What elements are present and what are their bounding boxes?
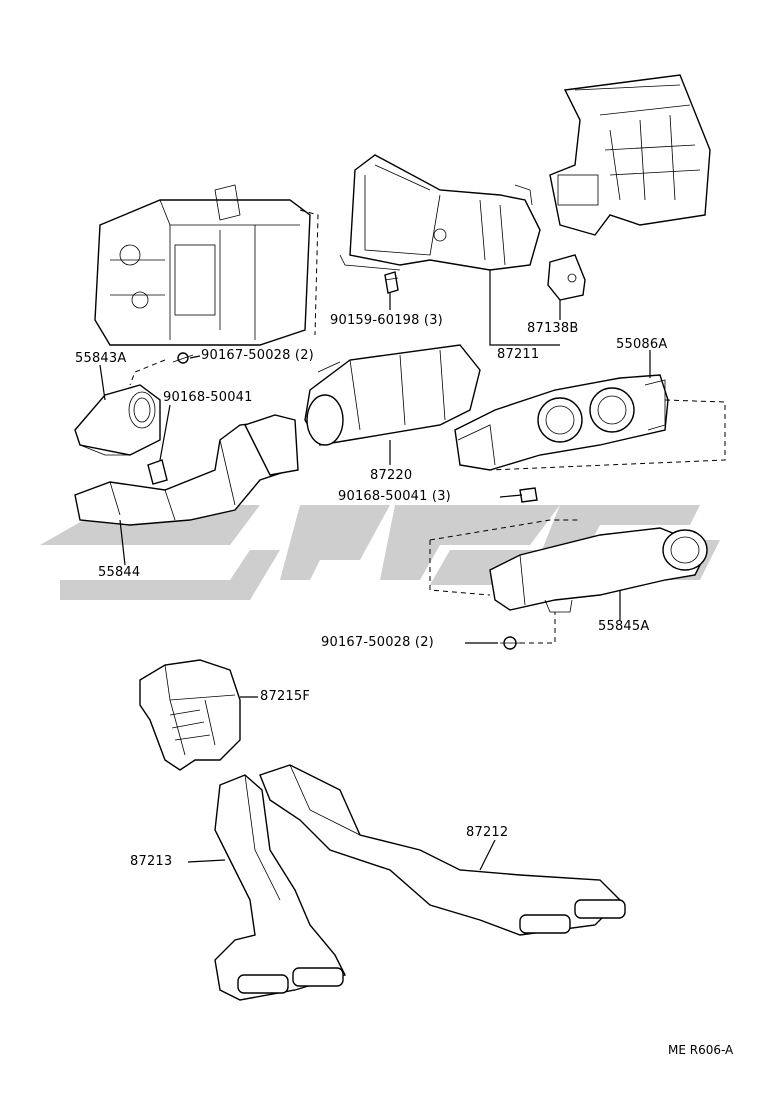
leader-lines [99, 270, 726, 871]
label-90159-60198: 90159-60198 (3) [330, 313, 443, 328]
bolt-90168-left [147, 459, 168, 485]
screw-90167-upper [172, 352, 194, 364]
label-55844: 55844 [98, 565, 141, 580]
duct-55844 [74, 414, 299, 526]
diagram-code: ME R606-A [668, 1043, 734, 1057]
duct-55086A [454, 374, 669, 471]
label-90168-50041-left: 90168-50041 [163, 390, 253, 405]
duct-87212 [259, 764, 626, 936]
bolt-90168-right [519, 487, 538, 503]
duct-55845A [489, 527, 708, 613]
part-55843A [74, 384, 161, 456]
housing-87211 [339, 154, 541, 271]
part-87138B [547, 254, 586, 301]
label-87212: 87212 [466, 825, 509, 840]
duct-87215F [139, 659, 241, 771]
label-87213: 87213 [130, 854, 173, 869]
heater-unit [94, 184, 319, 346]
duct-87220 [304, 344, 481, 446]
label-55843A: 55843A [75, 351, 127, 366]
label-55086A: 55086A [616, 337, 668, 352]
duct-87213 [214, 774, 346, 1001]
label-90167-50028-upper: 90167-50028 (2) [201, 348, 314, 363]
label-87220: 87220 [370, 468, 413, 483]
screw-90167-lower [500, 636, 520, 650]
label-90167-50028-lower: 90167-50028 (2) [321, 635, 434, 650]
label-87211: 87211 [497, 347, 540, 362]
screw-90159 [384, 271, 399, 294]
label-55845A: 55845A [598, 619, 650, 634]
label-90168-50041-right: 90168-50041 (3) [338, 489, 451, 504]
label-87215F: 87215F [260, 689, 311, 704]
defroster-duct-upper [549, 74, 711, 236]
label-87138B: 87138B [527, 321, 579, 336]
